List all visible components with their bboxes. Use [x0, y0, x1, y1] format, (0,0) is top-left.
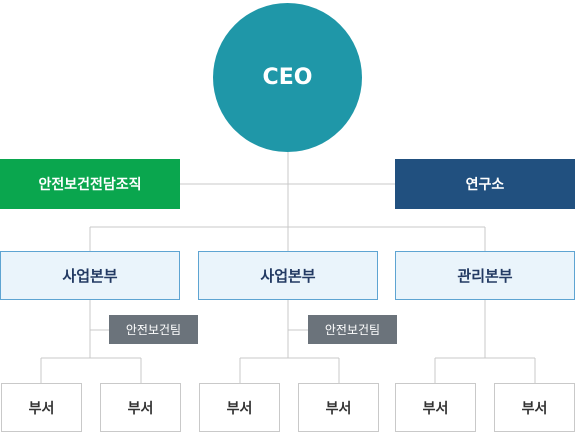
department-label: 부서 [28, 400, 55, 417]
safety-team-label: 안전보건팀 [324, 323, 381, 337]
department-label: 부서 [325, 400, 352, 417]
division-node-management: 관리본부 [395, 251, 575, 300]
research-lab-node: 연구소 [395, 159, 575, 209]
division-node-business-1: 사업본부 [0, 251, 180, 300]
department-node: 부서 [1, 383, 82, 432]
division-label: 사업본부 [260, 267, 316, 285]
department-label: 부서 [127, 400, 154, 417]
safety-health-org-node: 안전보건전담조직 [0, 159, 180, 209]
department-label: 부서 [226, 400, 253, 417]
ceo-node: CEO [213, 3, 362, 152]
department-node: 부서 [298, 383, 379, 432]
department-label: 부서 [422, 400, 449, 417]
research-lab-label: 연구소 [465, 177, 505, 193]
safety-team-label: 안전보건팀 [125, 323, 182, 337]
safety-health-org-label: 안전보건전담조직 [38, 177, 142, 193]
department-node: 부서 [199, 383, 280, 432]
ceo-label: CEO [262, 65, 313, 90]
department-node: 부서 [494, 383, 575, 432]
division-label: 관리본부 [457, 267, 513, 285]
department-node: 부서 [100, 383, 181, 432]
division-node-business-2: 사업본부 [198, 251, 378, 300]
department-node: 부서 [395, 383, 476, 432]
division-label: 사업본부 [62, 267, 118, 285]
department-label: 부서 [521, 400, 548, 417]
safety-team-node: 안전보건팀 [109, 315, 198, 344]
safety-team-node: 안전보건팀 [308, 315, 397, 344]
